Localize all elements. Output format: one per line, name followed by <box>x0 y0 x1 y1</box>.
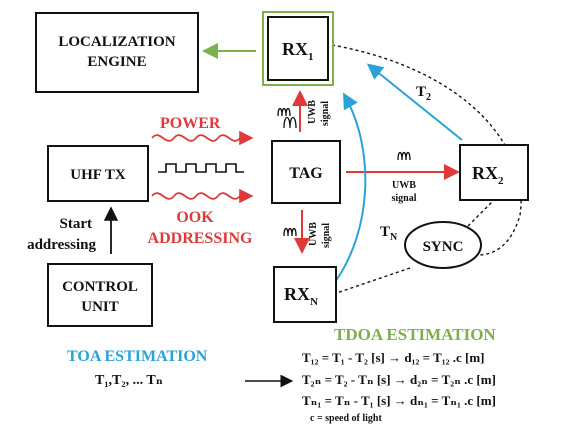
tn-label: TN <box>380 224 398 243</box>
control-unit-box: CONTROL UNIT <box>47 263 153 327</box>
sync-link-rx2 <box>467 195 499 227</box>
sync-link-rx1 <box>331 44 522 256</box>
toa-values: T₁,T₂, ... Tₙ <box>95 373 163 388</box>
rx2-box: RX2 <box>459 144 529 201</box>
tdoa-title: TDOA ESTIMATION <box>334 325 496 344</box>
rxn-label: RXN <box>284 284 318 308</box>
start-label: Start <box>60 216 93 232</box>
uwb-signal-right-label-2: signal <box>391 193 416 204</box>
rx2-label: RX2 <box>472 163 504 187</box>
rx2-to-rx1-arrow <box>366 63 463 141</box>
uhf-tx-label: UHF TX <box>70 167 126 183</box>
ook-label: OOK <box>176 209 214 226</box>
tdoa-equation-3: Tₙ₁ = Tₙ - T₁ [s] → dₙ₁ = Tₙ₁ .c [m] <box>302 393 496 408</box>
rx1-label: RX1 <box>282 39 314 63</box>
uwb-signal-bottom-label-1: UWB <box>308 222 319 246</box>
sync-label: SYNC <box>423 239 464 255</box>
rxn-box: RXN <box>273 266 337 323</box>
uwb-wave-icon-bottom <box>283 227 297 237</box>
uwb-wave-icon-right <box>397 151 411 161</box>
uhf-tx-box: UHF TX <box>47 145 149 202</box>
tag-label: TAG <box>289 165 323 182</box>
sync-node: SYNC <box>404 221 482 269</box>
ook-square-wave-icon <box>158 163 244 173</box>
uwb-wave-icon-top <box>277 107 291 117</box>
rxn-to-rx1-arrow <box>334 92 367 283</box>
tdoa-equation-1: T₁₂ = T₁ - T₂ [s] → d₁₂ = T₁₂ .c [m] <box>302 350 485 365</box>
tag-box: TAG <box>271 140 341 204</box>
addressing-label-black: addressing <box>27 237 96 253</box>
uwb-pulse-icon-top <box>283 116 297 129</box>
uwb-signal-top-label-2: signal <box>320 101 331 126</box>
control-unit-label-line2: UNIT <box>81 299 119 315</box>
localization-engine-label-line1: LOCALIZATION <box>58 34 175 50</box>
localization-engine-label-line2: ENGINE <box>87 54 146 70</box>
uwb-signal-bottom-label-2: signal <box>321 223 332 248</box>
rx1-box: RX1 <box>262 11 334 86</box>
power-label: POWER <box>160 115 221 132</box>
control-unit-label-line1: CONTROL <box>62 279 138 295</box>
uwb-signal-top-label-1: UWB <box>307 100 318 124</box>
toa-title: TOA ESTIMATION <box>67 348 208 365</box>
localization-engine-box: LOCALIZATION ENGINE <box>35 12 199 93</box>
power-wave-top <box>151 130 254 146</box>
addressing-label: ADDRESSING <box>148 230 253 247</box>
tdoa-equation-2: T₂ₙ = T₂ - Tₙ [s] → d₂ₙ = T₂ₙ .c [m] <box>302 372 496 387</box>
uwb-signal-right-label-1: UWB <box>392 180 416 191</box>
power-wave-bottom <box>151 188 254 204</box>
t2-label: T2 <box>416 84 431 103</box>
speed-of-light-note: c = speed of light <box>310 413 382 424</box>
